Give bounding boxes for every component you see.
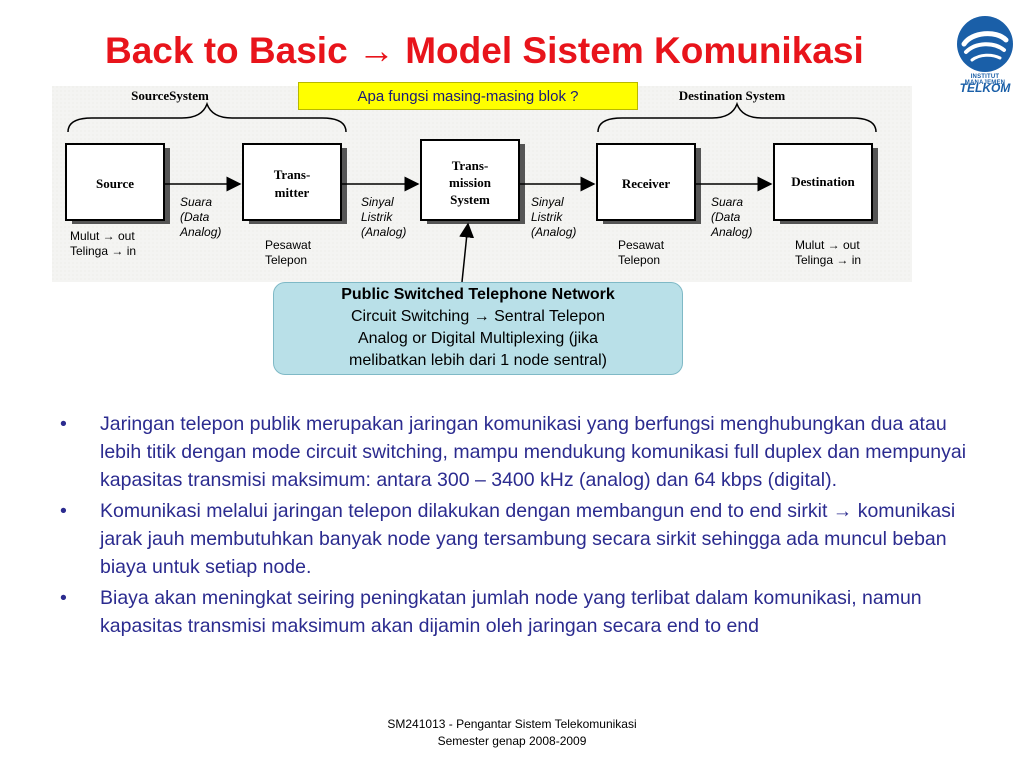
destination-brace [597,101,877,133]
link1-line2: (Data [180,210,210,224]
source-note-line2: Telinga → in [70,244,137,258]
bullet-list: • Jaringan telepon publik merupakan jari… [60,410,970,643]
link2-line2: Listrik [361,210,393,224]
bullet-text: Biaya akan meningkat seiring peningkatan… [100,587,922,637]
link2-line1: Sinyal [361,195,394,209]
title-suffix: Model Sistem Komunikasi [405,30,864,71]
title-arrow: → [357,30,395,71]
destination-block-label: Destination [791,174,855,189]
source-note: Mulut → out Telinga → in [70,229,136,259]
link4-annotation: Suara (Data Analog) [711,195,752,240]
footer-semester: Semester genap 2008-2009 [437,734,587,748]
source-note-line1: Mulut → out [70,229,135,243]
arrow-pstn-to-transmission [459,222,475,282]
link2-annotation: Sinyal Listrik (Analog) [361,195,406,240]
pstn-callout: Public Switched Telephone Network Circui… [273,282,683,375]
transmitter-block: Trans- mitter [242,143,342,221]
link3-line3: (Analog) [531,225,577,239]
pstn-line2: Circuit Switching → Sentral Telepon [350,308,606,325]
telkom-logo: INSTITUT MANAJEMEN TELKOM [952,14,1018,95]
source-block-label: Source [96,176,134,191]
destination-system-label: Destination System [679,88,786,103]
page-title: Back to Basic → Model Sistem Komunikasi [105,30,935,72]
transmission-system-block: Trans- mission System [420,139,520,221]
receiver-block-label: Receiver [622,176,671,191]
communication-model-diagram: SourceSystem Destination System Source T… [52,86,912,282]
transmitter-note-line1: Pesawat [265,238,312,252]
source-brace [67,101,347,133]
footer-course: SM241013 - Pengantar Sistem Telekomunika… [387,717,637,731]
logo-emblem-icon [957,16,1013,72]
receiver-block: Receiver [596,143,696,221]
link2-line3: (Analog) [361,225,407,239]
link4-line2: (Data [711,210,741,224]
link4-line1: Suara [711,195,744,209]
bullet-marker: • [60,500,67,522]
bullet-marker: • [60,587,67,609]
pstn-line3: Analog or Digital Multiplexing (jika [357,330,599,347]
link4-line3: Analog) [711,225,753,239]
receiver-note: Pesawat Telepon [618,238,664,268]
logo-text-telkom: TELKOM [959,81,1011,95]
logo-text-institute: INSTITUT MANAJEMEN [964,74,1006,86]
destination-note: Mulut → out Telinga → in [795,238,861,268]
bullet-marker: • [60,413,67,435]
destination-note-line1: Mulut → out [795,238,860,252]
question-callout: Apa fungsi masing-masing blok ? [298,82,638,110]
source-system-label: SourceSystem [131,88,209,103]
list-item: • Jaringan telepon publik merupakan jari… [60,410,970,494]
transmission-block-label-1: Trans- [452,158,489,173]
link1-line1: Suara [180,195,213,209]
link3-line1: Sinyal [531,195,564,209]
bullet-text: Komunikasi melalui jaringan telepon dila… [100,500,956,578]
transmitter-note-line2: Telepon [265,253,308,267]
transmitter-block-label-2: mitter [275,185,310,200]
receiver-note-line1: Pesawat [618,238,665,252]
link3-line2: Listrik [531,210,563,224]
bullet-text: Jaringan telepon publik merupakan jaring… [100,413,967,491]
transmitter-block-label-1: Trans- [274,167,311,182]
destination-block: Destination [773,143,873,221]
link1-annotation: Suara (Data Analog) [180,195,221,240]
list-item: • Biaya akan meningkat seiring peningkat… [60,584,970,640]
pstn-heading: Public Switched Telephone Network [341,286,615,303]
receiver-note-line2: Telepon [618,253,661,267]
transmitter-note: Pesawat Telepon [265,238,311,268]
destination-note-line2: Telinga → in [795,253,862,267]
transmission-block-label-3: System [450,192,490,207]
list-item: • Komunikasi melalui jaringan telepon di… [60,497,970,581]
link1-line3: Analog) [180,225,222,239]
pstn-line4: melibatkan lebih dari 1 node sentral) [349,352,607,369]
transmission-block-label-2: mission [449,175,492,190]
link3-annotation: Sinyal Listrik (Analog) [531,195,576,240]
slide-footer: SM241013 - Pengantar Sistem Telekomunika… [300,716,724,750]
title-prefix: Back to Basic [105,30,348,71]
source-block: Source [65,143,165,221]
